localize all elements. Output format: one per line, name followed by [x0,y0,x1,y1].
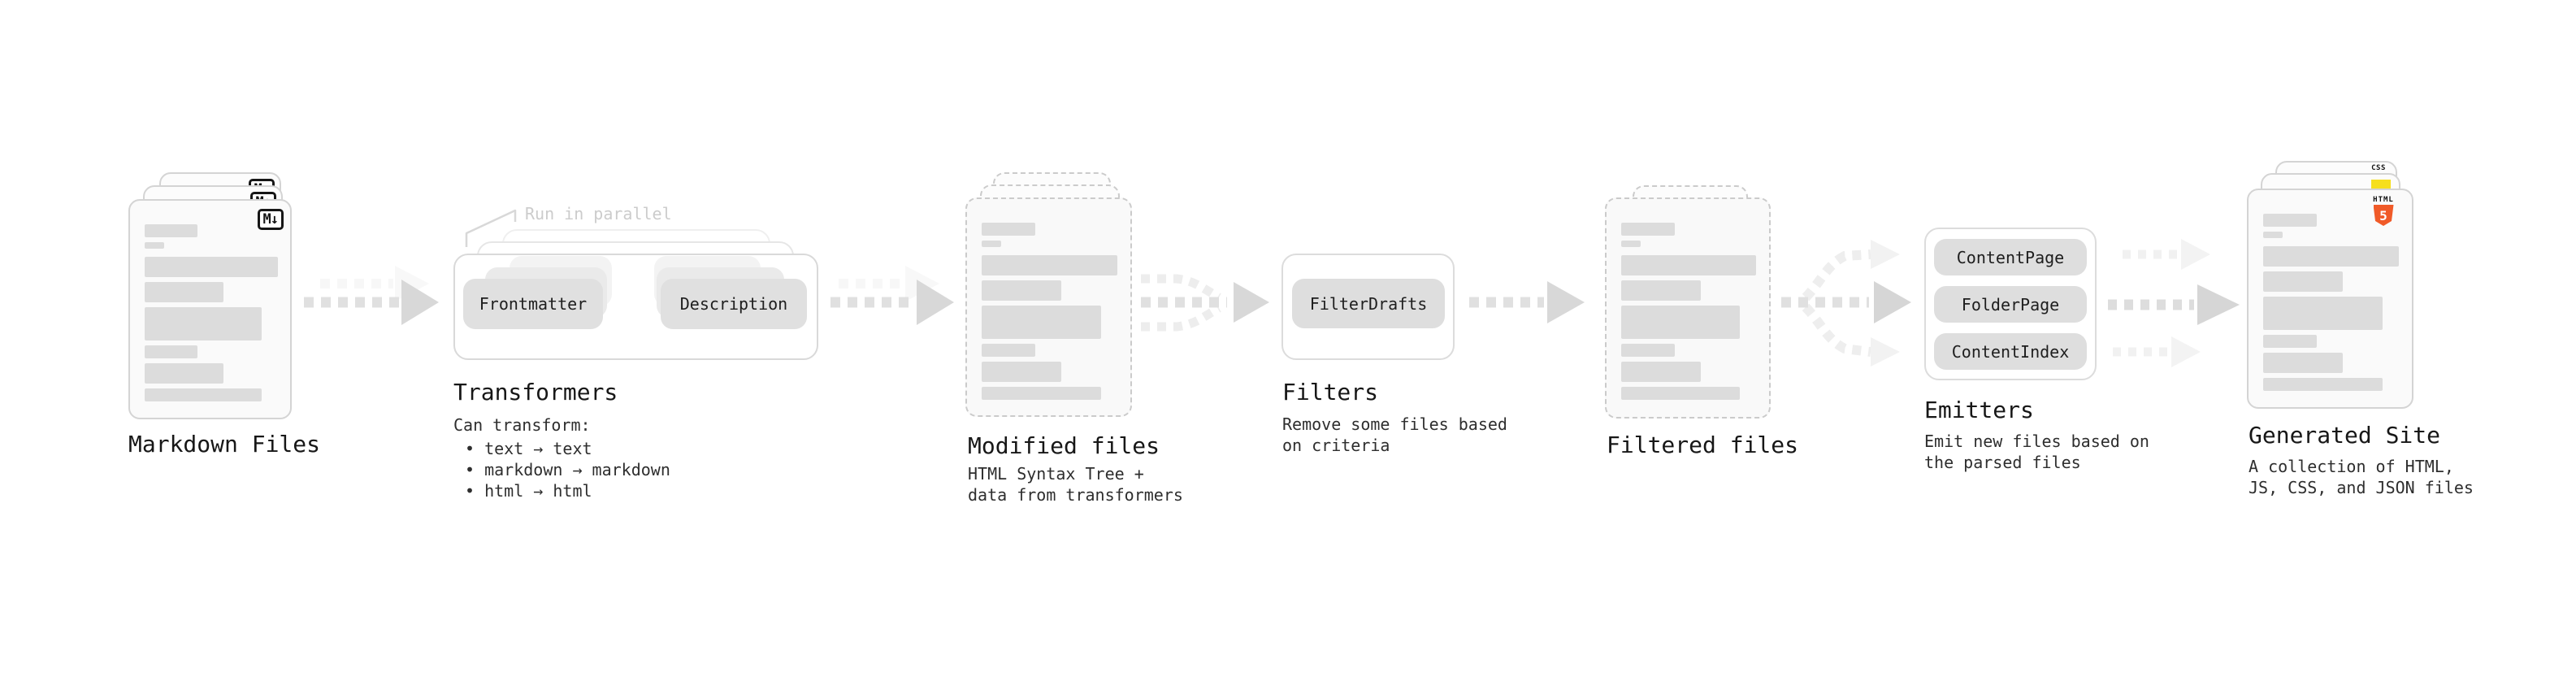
run-in-parallel-note: Run in parallel [525,204,672,223]
placeholder-bar [145,345,197,358]
placeholder-bar [982,344,1036,357]
placeholder-bar [2263,246,2399,267]
stage-subtitle-generated-site: A collection of HTML, JS, CSS, and JSON … [2249,456,2474,498]
generated-site-file-card: HTML 5 [2247,189,2413,409]
placeholder-bar [1621,280,1701,301]
subtitle-line: JS, CSS, and JSON files [2249,478,2474,497]
pill-contentpage: ContentPage [1934,239,2087,275]
modified-file-card [965,197,1132,417]
pill-frontmatter: Frontmatter [463,279,603,329]
stage-subtitle-emitters: Emit new files based on the parsed files [1924,431,2149,473]
run-in-parallel-callout-line [465,209,517,247]
arrow-transformers-to-modified [830,280,954,325]
subtitle-line: A collection of HTML, [2249,457,2454,476]
placeholder-bar [1621,223,1675,236]
placeholder-bar [982,280,1062,301]
placeholder-bar [145,307,262,340]
placeholder-bar [2263,297,2383,330]
subtitle-line: Can transform: [453,415,591,435]
placeholder-bar [145,257,278,277]
subtitle-line: • text → text [465,439,592,458]
arrow-markdown-to-transformers [304,280,439,325]
placeholder-bar [1621,306,1740,339]
subtitle-line: HTML Syntax Tree + [968,464,1144,484]
placeholder-bar [145,282,223,302]
subtitle-line: Remove some files based [1282,414,1507,434]
subtitle-line: • markdown → markdown [465,460,670,479]
subtitle-line: data from transformers [968,485,1183,505]
arrow-filters-to-filtered [1469,281,1585,323]
stage-subtitle-filters: Remove some files based on criteria [1282,414,1507,456]
placeholder-bar [982,387,1101,400]
subtitle-line: on criteria [1282,436,1390,455]
stage-subtitle-modified-files: HTML Syntax Tree + data from transformer… [968,463,1183,505]
stage-title-generated-site: Generated Site [2249,422,2441,449]
arrow-emitters-to-generated-middle [2108,284,2240,325]
placeholder-bar [2263,378,2383,391]
stage-title-transformers: Transformers [453,379,618,406]
stage-title-filtered-files: Filtered files [1607,432,1799,458]
placeholder-bar [982,306,1101,339]
placeholder-bar [982,362,1062,382]
subtitle-line: Emit new files based on [1924,432,2149,451]
markdown-icon: M↓ [257,209,284,230]
js-icon [2371,180,2391,190]
placeholder-bar [145,363,223,384]
stage-title-emitters: Emitters [1924,397,2034,423]
arrow-filtered-to-emitters [1781,240,1911,367]
pill-description: Description [661,279,807,329]
placeholder-bar [1621,344,1675,357]
stage-title-modified-files: Modified files [968,432,1160,459]
stage-title-markdown-files: Markdown Files [128,431,321,458]
arrow-emitters-to-generated-top [2123,239,2210,270]
placeholder-bar [1621,255,1756,275]
subtitle-line: • html → html [465,481,592,501]
pill-folderpage: FolderPage [1934,286,2087,323]
placeholder-bar [2263,353,2344,373]
placeholder-bar [1621,241,1641,247]
subtitle-line: the parsed files [1924,453,2081,472]
placeholder-bar [2263,335,2318,348]
arrow-modified-to-filters [1141,274,1269,332]
stage-subtitle-transformers: Can transform: • text → text • markdown … [453,414,670,501]
arrow-emitters-to-generated-bottom [2113,336,2201,367]
placeholder-bar [145,224,197,237]
placeholder-bar [982,255,1117,275]
filtered-file-card [1605,197,1771,419]
html5-icon: HTML 5 [2365,196,2402,226]
placeholder-bar [1621,387,1740,400]
markdown-file-card: M↓ [128,199,292,419]
placeholder-bar [145,388,262,401]
pill-contentindex: ContentIndex [1934,333,2087,370]
placeholder-bar [2263,232,2283,238]
stage-title-filters: Filters [1282,379,1379,406]
placeholder-bar [145,242,164,249]
placeholder-bar [982,241,1002,247]
placeholder-bar [2263,271,2344,292]
placeholder-bar [2263,214,2318,227]
pill-filterdrafts: FilterDrafts [1292,279,1445,328]
placeholder-bar [982,223,1036,236]
placeholder-bar [1621,362,1701,382]
